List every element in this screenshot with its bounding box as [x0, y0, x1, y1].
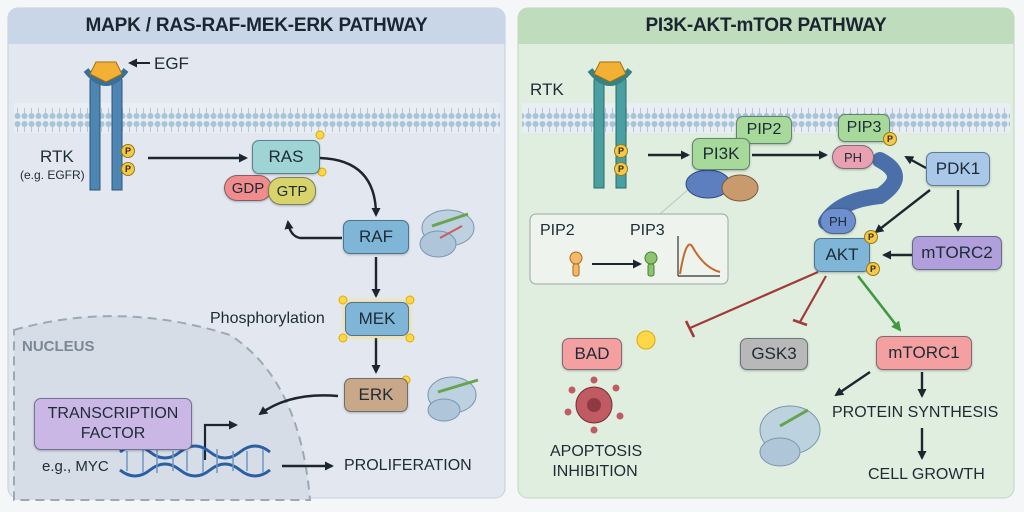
akt-node[interactable]: AKT	[814, 238, 870, 272]
ras-node[interactable]: RAS	[252, 140, 320, 174]
transcription-factor-line1: TRANSCRIPTION	[47, 405, 179, 422]
raf-to-gdp-arrow	[284, 220, 342, 240]
right-panel-title: PI3K-AKT-mTOR PATHWAY	[645, 15, 887, 36]
ph-domain-top[interactable]: PH	[832, 145, 874, 169]
protein-synthesis-label: PROTEIN SYNTHESIS	[832, 404, 999, 421]
activity-curve-icon	[677, 236, 721, 277]
gdp-node[interactable]: GDP	[224, 175, 272, 201]
ph-domain-bottom[interactable]: PH	[820, 208, 856, 234]
left-membrane	[14, 103, 500, 133]
transcription-factor-line2: FACTOR	[80, 425, 146, 442]
right-rtk-phospho-badge-1: P	[614, 144, 628, 158]
rtk-example-label: (e.g. EGFR)	[20, 168, 85, 182]
right-rtk-phospho-badge-2: P	[614, 162, 628, 176]
mtorc1-node[interactable]: mTORC1	[876, 336, 972, 370]
erk-node[interactable]: ERK	[344, 378, 408, 412]
pdk1-to-ph-arrow	[904, 155, 927, 170]
raf-node[interactable]: RAF	[343, 220, 409, 254]
raf-protein-structure	[419, 209, 475, 258]
akt-activates-mtorc1	[856, 275, 902, 332]
pip2-molecule-icon	[569, 251, 583, 277]
erk-to-nucleus-arrow	[258, 394, 339, 416]
nucleus-label: NUCLEUS	[22, 338, 95, 355]
akt-inhibits-gsk3	[799, 275, 827, 323]
left-rtk-receptor	[83, 61, 129, 191]
right-rtk-label: RTK	[530, 80, 564, 99]
right-rtk-receptor	[587, 61, 633, 189]
phosphorylation-glow-dots	[315, 130, 415, 385]
pip3-membrane-node[interactable]: PIP3	[838, 114, 890, 142]
akt-phospho-badge-2: P	[866, 262, 880, 276]
transcription-factor-node[interactable]: TRANSCRIPTION FACTOR	[34, 398, 192, 450]
pip3-molecule-icon	[644, 251, 658, 277]
inset-pip3-label: PIP3	[630, 222, 665, 239]
phosphorylation-label: Phosphorylation	[210, 310, 325, 327]
akt-phospho-badge-1: P	[864, 230, 878, 244]
erk-protein-structure	[427, 376, 479, 422]
left-rtk-phospho-badge-2: P	[121, 162, 135, 176]
pdk1-to-akt-arrow	[874, 189, 931, 234]
bad-node[interactable]: BAD	[562, 338, 622, 370]
left-panel-title: MAPK / RAS-RAF-MEK-ERK PATHWAY	[85, 15, 428, 36]
gtp-node[interactable]: GTP	[268, 177, 316, 205]
mtorc2-node[interactable]: mTORC2	[912, 236, 1002, 270]
proliferation-label: PROLIFERATION	[344, 457, 472, 474]
left-rtk-label: RTK	[40, 147, 74, 166]
mtorc1-to-structure-arrow	[834, 371, 871, 397]
apoptosis-line2: INHIBITION	[552, 463, 638, 480]
inset-pip2-label: PIP2	[540, 222, 575, 239]
mek-node[interactable]: MEK	[345, 302, 409, 336]
pi3k-node[interactable]: PI3K	[692, 138, 750, 170]
apoptosis-inhibition-label: APOPTOSIS INHIBITION	[550, 442, 643, 482]
pi3k-protein-structure	[685, 169, 759, 202]
egf-label: EGF	[154, 54, 189, 73]
left-rtk-phospho-badge-1: P	[121, 144, 135, 158]
apoptotic-cell-icon	[564, 376, 624, 434]
mtorc1-protein-structure	[759, 405, 821, 467]
bad-phospho-glow	[636, 330, 656, 350]
ras-to-raf-arrow	[319, 156, 381, 217]
cell-growth-label: CELL GROWTH	[868, 466, 985, 483]
gsk3-node[interactable]: GSK3	[740, 338, 808, 370]
dna-helix	[119, 444, 271, 478]
akt-inhibits-bad	[689, 270, 819, 330]
apoptosis-line1: APOPTOSIS	[550, 443, 643, 460]
pip3-phospho-badge: P	[883, 132, 897, 146]
myc-example-label: e.g., MYC	[42, 458, 109, 475]
pdk1-node[interactable]: PDK1	[926, 152, 990, 186]
